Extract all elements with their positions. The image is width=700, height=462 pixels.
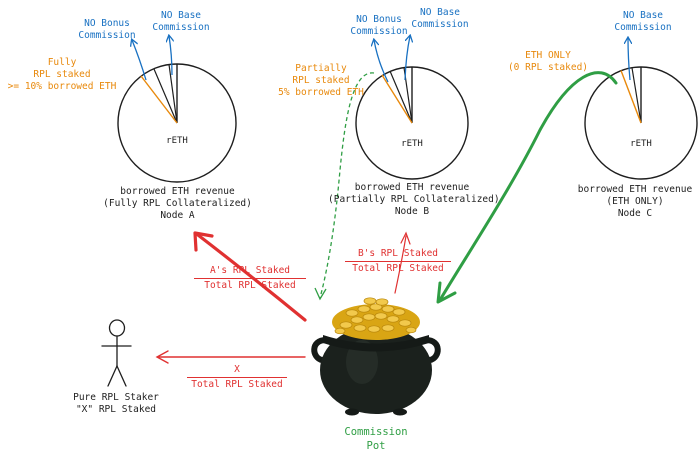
arrow-pot-to-staker [155, 350, 306, 364]
caption-node-a: borrowed ETH revenue(Fully RPL Collatera… [103, 186, 252, 221]
pointer-arrow-no-base-b [404, 36, 410, 81]
pie-radius-orange-node-b [381, 74, 413, 124]
arrow-node-b-to-pot [314, 72, 375, 301]
pie-radius-node-a [153, 68, 178, 124]
fraction-x-numerator: X [234, 364, 240, 375]
fraction-x-bar [187, 377, 287, 378]
staker-label: Pure RPL Staker"X" RPL Staked [73, 392, 159, 415]
arrow-node-c-to-pot [436, 71, 618, 304]
pie-chart-node-a [117, 36, 237, 183]
fraction-a-bar [194, 278, 306, 279]
pie-chart-node-b [355, 36, 469, 180]
pot-of-gold-icon [311, 297, 441, 416]
fraction-x-denominator: Total RPL Staked [191, 379, 283, 390]
pie-chart-node-c [584, 38, 698, 180]
fraction-b-bar [345, 261, 451, 262]
fraction-node-a: A's RPL Staked Total RPL Staked [194, 265, 306, 292]
pie-label-c: rETH [630, 139, 652, 149]
pie-radius-orange-node-a [140, 75, 178, 124]
pie-radius-node-b [389, 70, 413, 124]
fraction-a-numerator: A's RPL Staked [209, 265, 291, 276]
caption-node-b: borrowed ETH revenue(Partially RPL Colla… [328, 182, 500, 217]
fraction-b-denominator: Total RPL Staked [352, 263, 444, 274]
pie-label-a: rETH [166, 136, 188, 146]
stake-label-c: ETH ONLY(0 RPL staked) [507, 50, 589, 73]
fraction-a-denominator: Total RPL Staked [204, 280, 296, 291]
pointer-arrow-no-bonus-a [132, 40, 147, 81]
pie-radius-node-a [168, 64, 178, 124]
caption-node-c: borrowed ETH revenue(ETH ONLY)Node C [577, 184, 693, 219]
arrow-pot-to-node-b [394, 231, 411, 294]
arrow-pot-to-node-a [193, 231, 307, 322]
pie-radius-node-c [631, 67, 642, 124]
fraction-b-numerator: B's RPL Staked [357, 248, 439, 259]
pointer-arrow-no-bonus-b [374, 40, 389, 83]
stick-figure-icon [101, 319, 132, 387]
pointer-arrow-no-base-c [628, 38, 630, 81]
pie-radius-orange-node-c [620, 70, 642, 124]
pointer-arrow-no-base-a [169, 36, 172, 76]
fraction-staker: X Total RPL Staked [187, 364, 287, 391]
pie-label-b: rETH [401, 139, 423, 149]
fraction-node-b: B's RPL Staked Total RPL Staked [345, 248, 451, 275]
